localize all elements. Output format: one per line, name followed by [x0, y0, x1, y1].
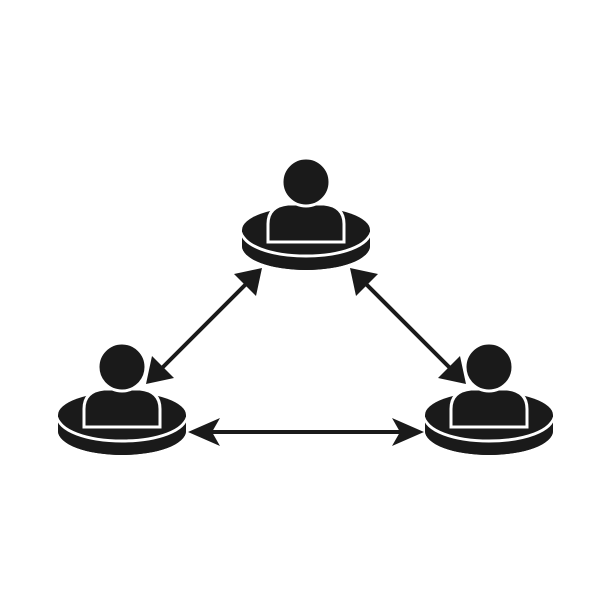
arrowhead-icon — [234, 268, 262, 296]
user-on-platform-icon — [56, 341, 188, 457]
arrowhead-icon — [350, 268, 378, 296]
arrowhead-icon — [438, 356, 466, 384]
double-headed-arrow-icon — [354, 272, 462, 380]
arrowhead-icon — [188, 418, 220, 446]
connector-arrows — [146, 268, 466, 446]
arrowhead-icon — [146, 356, 174, 384]
arrowhead-icon — [392, 418, 424, 446]
user-on-platform-icon — [240, 156, 372, 272]
double-headed-arrow-icon — [150, 272, 258, 380]
